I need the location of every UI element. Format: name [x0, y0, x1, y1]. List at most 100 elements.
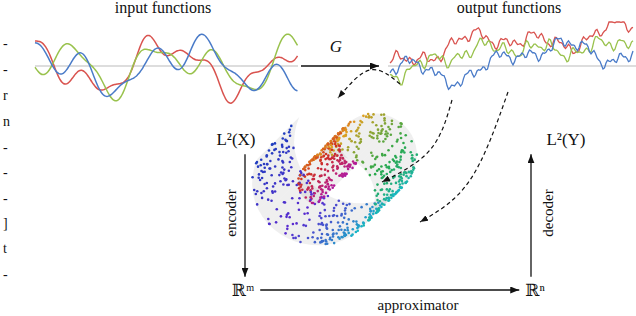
sample-point	[275, 208, 278, 211]
sample-point	[268, 167, 271, 170]
sample-point	[308, 173, 311, 176]
sample-point	[386, 193, 389, 196]
sample-point	[339, 225, 342, 228]
sample-point	[398, 180, 401, 183]
sample-point	[324, 209, 327, 212]
sample-point	[357, 135, 360, 138]
sample-point	[343, 165, 346, 168]
sample-point	[321, 222, 324, 225]
sample-point	[399, 155, 402, 158]
sample-point	[347, 232, 350, 235]
sample-point	[266, 163, 269, 166]
sample-point	[324, 147, 327, 150]
space-label: L²(X)	[216, 131, 255, 150]
sample-point	[331, 157, 334, 160]
sample-point	[399, 122, 402, 125]
function-plot: input functions	[28, 0, 298, 112]
sample-point	[335, 232, 338, 235]
sample-point	[365, 168, 368, 171]
sample-point	[316, 237, 319, 240]
sample-point	[408, 170, 411, 173]
sample-point	[325, 223, 328, 226]
sample-point	[368, 219, 371, 222]
sample-point	[319, 159, 322, 162]
manifold-points	[251, 113, 418, 246]
sample-point	[281, 137, 284, 140]
sample-point	[360, 225, 363, 228]
sample-point	[369, 131, 372, 134]
sample-point	[400, 125, 403, 128]
sample-point	[344, 229, 347, 232]
sample-point	[333, 140, 336, 143]
sample-point	[333, 184, 336, 187]
sample-point	[376, 183, 379, 186]
input-function-curve	[35, 34, 298, 96]
sample-point	[318, 229, 321, 232]
sample-point	[285, 151, 288, 154]
sample-point	[306, 188, 309, 191]
sample-point	[340, 162, 343, 165]
sample-point	[326, 163, 329, 166]
sample-point	[399, 158, 402, 161]
sample-point	[256, 203, 259, 206]
sample-point	[341, 162, 344, 165]
sample-point	[297, 202, 300, 205]
sample-point	[344, 212, 347, 215]
sample-point	[344, 232, 347, 235]
sample-point	[395, 182, 398, 185]
mapping-arrow	[530, 154, 531, 276]
sample-point	[260, 158, 263, 161]
sample-point	[299, 170, 302, 173]
sample-point	[376, 134, 379, 137]
sample-point	[327, 183, 330, 186]
sample-point	[299, 186, 302, 189]
sample-point	[327, 143, 330, 146]
sample-point	[330, 184, 333, 187]
sample-point	[350, 209, 353, 212]
sample-point	[347, 149, 350, 152]
sample-point	[400, 187, 403, 190]
sample-point	[380, 113, 383, 116]
sample-point	[302, 174, 305, 177]
sample-point	[369, 208, 372, 211]
sample-point	[317, 201, 320, 204]
sample-point	[391, 120, 394, 123]
sample-point	[307, 237, 310, 240]
sample-point	[320, 153, 323, 156]
plot-title: output functions	[382, 0, 636, 16]
sample-point	[332, 209, 335, 212]
sample-point	[351, 228, 354, 231]
sample-point	[327, 145, 330, 148]
sample-point	[305, 225, 308, 228]
sample-point	[333, 214, 336, 217]
sample-point	[330, 144, 333, 147]
sample-point	[365, 203, 368, 206]
sample-point	[331, 161, 334, 164]
sample-point	[267, 218, 270, 221]
sample-point	[357, 148, 360, 151]
sample-point	[349, 121, 352, 124]
sample-point	[403, 151, 406, 154]
sample-point	[344, 162, 347, 165]
sample-point	[356, 145, 359, 148]
margin-fragment: -	[3, 166, 8, 180]
sample-point	[295, 222, 298, 225]
sample-point	[277, 158, 280, 161]
sample-point	[312, 202, 315, 205]
sample-point	[389, 128, 392, 131]
sample-point	[353, 120, 356, 123]
sample-point	[391, 145, 394, 148]
sample-point	[307, 164, 310, 167]
sample-point	[304, 191, 307, 194]
sample-point	[398, 175, 401, 178]
sample-point	[338, 150, 341, 153]
sample-point	[374, 173, 377, 176]
sample-point	[321, 240, 324, 243]
sample-point	[381, 188, 384, 191]
sample-point	[333, 207, 336, 210]
sample-point	[300, 178, 303, 181]
sample-point	[298, 182, 301, 185]
sample-point	[380, 165, 383, 168]
sample-point	[332, 232, 335, 235]
